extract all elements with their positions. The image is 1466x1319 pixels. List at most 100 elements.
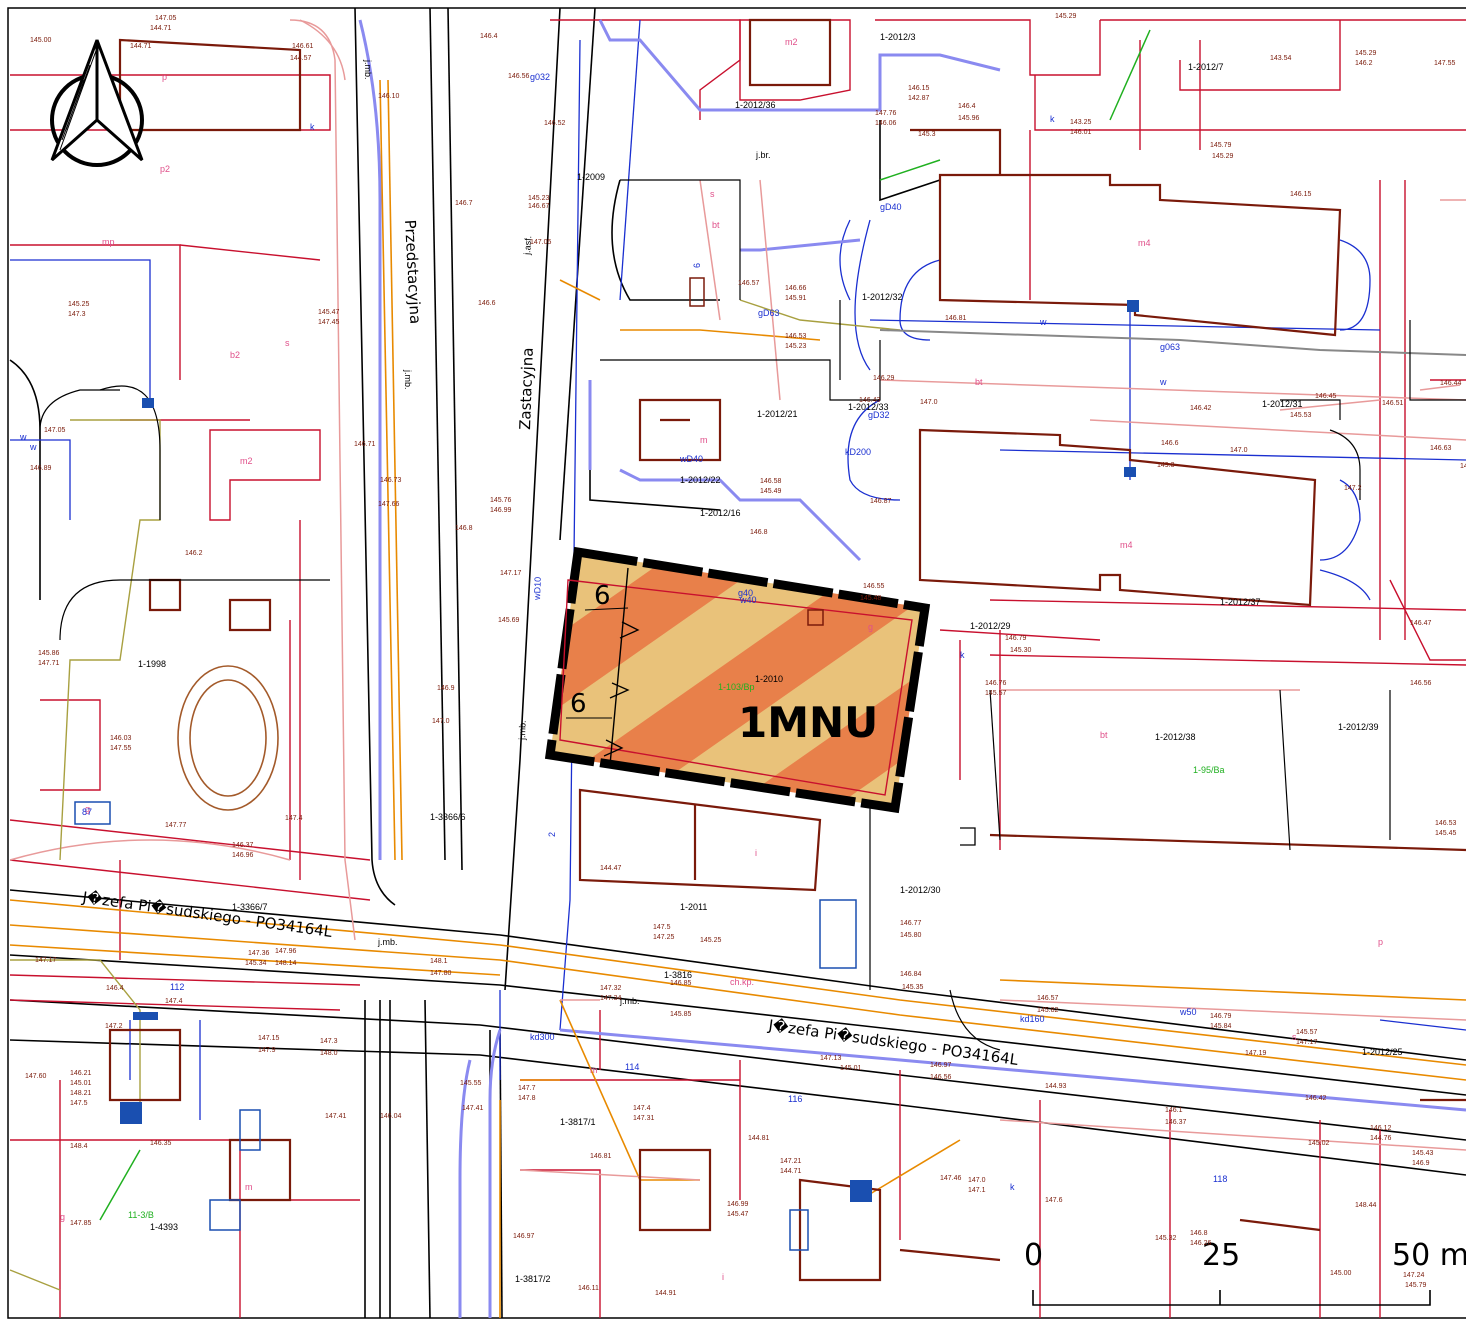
elevation-label: 146.9 [437,685,455,692]
pipe-code: w [1039,317,1047,327]
map-code: 1-103/Bp [718,682,755,692]
elevation-label: 146.84 [900,971,922,978]
elevation-label: 146.63 [1460,463,1466,470]
pipe-code: g063 [1160,342,1180,352]
lavender-lines [358,19,1466,1318]
usage-mark: m2 [240,456,253,466]
elevation-label: 147.4 [165,998,183,1005]
elevation-label: 145.76 [490,497,512,504]
street-label-przedstacyjna: Przedstacyjna [401,219,424,324]
usage-mark: m [590,1065,598,1075]
road-mark: j.mb. [363,59,373,80]
elevation-label: 146.87 [870,498,892,505]
elevation-label: 146.15 [1290,191,1312,198]
elevation-label: 145.55 [460,1080,482,1087]
street-label-zastacyjna: Zastacyjna [516,347,537,430]
elevation-label: 146.04 [380,1113,402,1120]
zone-1mnu: 1MNU 6 6 [544,546,931,814]
elevation-label: 144.81 [748,1135,770,1142]
elevation-label: 146.7 [455,200,473,207]
elevation-label: 147.19 [1245,1050,1267,1057]
road-mark: j.mb. [517,720,528,741]
elevation-label: 146.43 [859,397,881,404]
elevation-label: 146.11 [578,1285,599,1292]
elevation-label: 146.12 [1370,1125,1392,1132]
elevation-label: 145.00 [1330,1270,1352,1277]
elevation-label: 146.73 [380,477,402,484]
elevation-label: 147.2 [105,1023,123,1030]
elevation-label: 147.2 [1344,485,1362,492]
elevation-label: 146.57 [1037,995,1059,1002]
network-number: 112 [170,982,184,992]
elevation-label: 146.10 [378,93,400,100]
elevation-label: 144.71 [780,1168,802,1175]
elevation-label: 145.47 [318,309,340,316]
usage-mark: g [85,804,90,814]
network-number: 2 [547,832,557,837]
elevation-label: 146.47 [1410,620,1432,627]
elevation-label: 145.47 [727,1211,749,1218]
parcel-number: 1-2012/38 [1155,732,1196,742]
elevation-label: 145.82 [1037,1007,1059,1014]
elevation-label: 147.46 [940,1175,962,1182]
zone-dim-line-top [584,607,629,611]
elevation-label: 146.97 [513,1233,535,1240]
parcel-number: 1-2012/39 [1338,722,1379,732]
elevation-label: 144.57 [290,55,312,62]
elevation-label: 145.29 [1212,153,1234,160]
parcel-number: 1-4393 [150,1222,178,1232]
parcel-number: 1-2012/29 [970,621,1011,631]
usage-mark: mp [102,237,115,247]
pipe-code: kd160 [1020,1014,1045,1024]
parcel-number: 1-2012/22 [680,475,721,485]
elevation-label: 146.81 [590,1153,612,1160]
elevation-label: 146.37 [232,842,254,849]
parcel-number: 1-3817/2 [515,1274,551,1284]
pipe-code: gD40 [880,202,902,212]
road-mark: j.asf. [522,235,533,256]
elevation-label: 148.0 [320,1050,338,1057]
elevation-label: 145.86 [38,650,60,657]
pipe-code: k [960,650,965,660]
elevation-label: 147.3 [320,1038,338,1045]
elevation-label: 146.85 [670,980,692,987]
elevation-label: 145.25 [700,937,722,944]
parcel-number: 1-3816 [664,970,692,980]
elevation-label: 147.31 [633,1115,655,1122]
elevation-label: 146.26 [1190,1240,1212,1247]
elevation-label: 148.21 [70,1090,92,1097]
elevation-label: 147.17 [35,957,57,964]
elevation-label: 145.57 [985,690,1007,697]
pipe-code: w40 [739,595,757,605]
elevation-label: 146.45 [1315,393,1337,400]
elevation-label: 147.0 [920,399,938,406]
zone-arrow-2 [609,682,630,699]
elevation-label: 146.81 [945,315,967,322]
elevation-label: 145.01 [840,1065,862,1072]
usage-mark: b2 [230,350,240,360]
pipe-code: w [19,432,27,442]
green-lines [99,29,1151,1221]
elevation-label: 145.49 [760,488,782,495]
network-number: 116 [788,1094,802,1104]
parcel-number: 1-2011 [680,902,707,912]
elevation-label: 142.87 [908,95,930,102]
zone-dimension-top: 6 [594,581,611,611]
parcel-number: 1-2012/16 [700,508,741,518]
elevation-label: 146.53 [785,333,807,340]
elevation-label: 146.6 [1161,440,1179,447]
usage-mark: p [162,72,167,82]
elevation-label: 145.48 [860,595,882,602]
usage-mark: m [245,1182,253,1192]
road-mark: j.mb. [619,996,640,1006]
elevation-label: 147.66 [378,501,400,508]
elevation-label: 146.56 [930,1074,952,1081]
elevation-label: 147.36 [248,950,270,957]
elevation-label: 147.55 [1434,60,1456,67]
elevation-label: 147.0 [1230,447,1248,454]
parcel-number: 1-3366/7 [232,902,268,912]
elevation-label: 148.44 [1355,1202,1377,1209]
parcel-number: 1-2012/25 [1362,1047,1403,1057]
elevation-label: 147.25 [653,934,675,941]
elevation-label: 147.05 [530,239,552,246]
